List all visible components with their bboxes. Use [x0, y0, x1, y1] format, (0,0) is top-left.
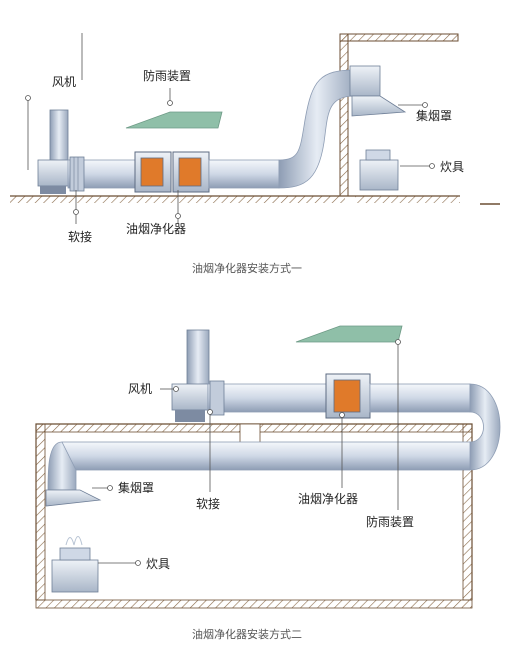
- diagram-1: 风机 防雨装置 集烟罩 炊具 软接 油烟净化器 油烟净化器安装方式一: [10, 33, 500, 275]
- label-hood: 集烟罩: [416, 108, 452, 123]
- rain-cover-1: [125, 111, 223, 129]
- building-wall: [339, 33, 349, 197]
- building-2-left-wall: [35, 423, 46, 601]
- duct-2-bend: [469, 383, 501, 471]
- stove-2: [51, 536, 99, 593]
- label-soft-joint: 软接: [68, 229, 92, 244]
- stove-1: [359, 149, 399, 191]
- caption-2: 油烟净化器安装方式二: [192, 627, 302, 641]
- hood-1: [349, 65, 407, 117]
- fan-2: [171, 329, 210, 422]
- label-rain-cover: 防雨装置: [143, 68, 191, 83]
- fan-1: [37, 109, 71, 194]
- label-fan-2: 风机: [128, 382, 152, 396]
- diagram-2: 风机 集烟罩 软接 油烟净化器 防雨装置 炊具 油烟净化器安装方式二: [35, 325, 501, 641]
- label-rain-cover-2: 防雨装置: [366, 514, 414, 529]
- building-2-floor: [35, 599, 473, 609]
- label-hood-2: 集烟罩: [118, 480, 154, 495]
- building-roof: [339, 33, 459, 42]
- soft-joint-2: [209, 380, 225, 416]
- floor-hatch: [10, 196, 345, 203]
- label-stove-2: 炊具: [146, 557, 170, 571]
- purifier-2: [325, 373, 371, 419]
- floor-hatch-2: [355, 196, 460, 203]
- soft-joint-1: [69, 156, 85, 192]
- duct-2-top-left: [207, 383, 329, 413]
- label-purifier: 油烟净化器: [126, 222, 186, 236]
- label-soft-joint-2: 软接: [196, 496, 220, 511]
- duct-2-top-right: [369, 383, 471, 413]
- duct-1-right: [208, 159, 280, 189]
- duct-2-interior: [61, 441, 471, 471]
- purifier-1: [134, 151, 210, 193]
- label-purifier-2: 油烟净化器: [298, 492, 358, 506]
- hood-2: [45, 489, 102, 507]
- label-fan: 风机: [52, 75, 76, 89]
- caption-1: 油烟净化器安装方式一: [192, 261, 302, 275]
- label-stove: 炊具: [440, 160, 464, 174]
- rain-cover-2: [295, 325, 403, 343]
